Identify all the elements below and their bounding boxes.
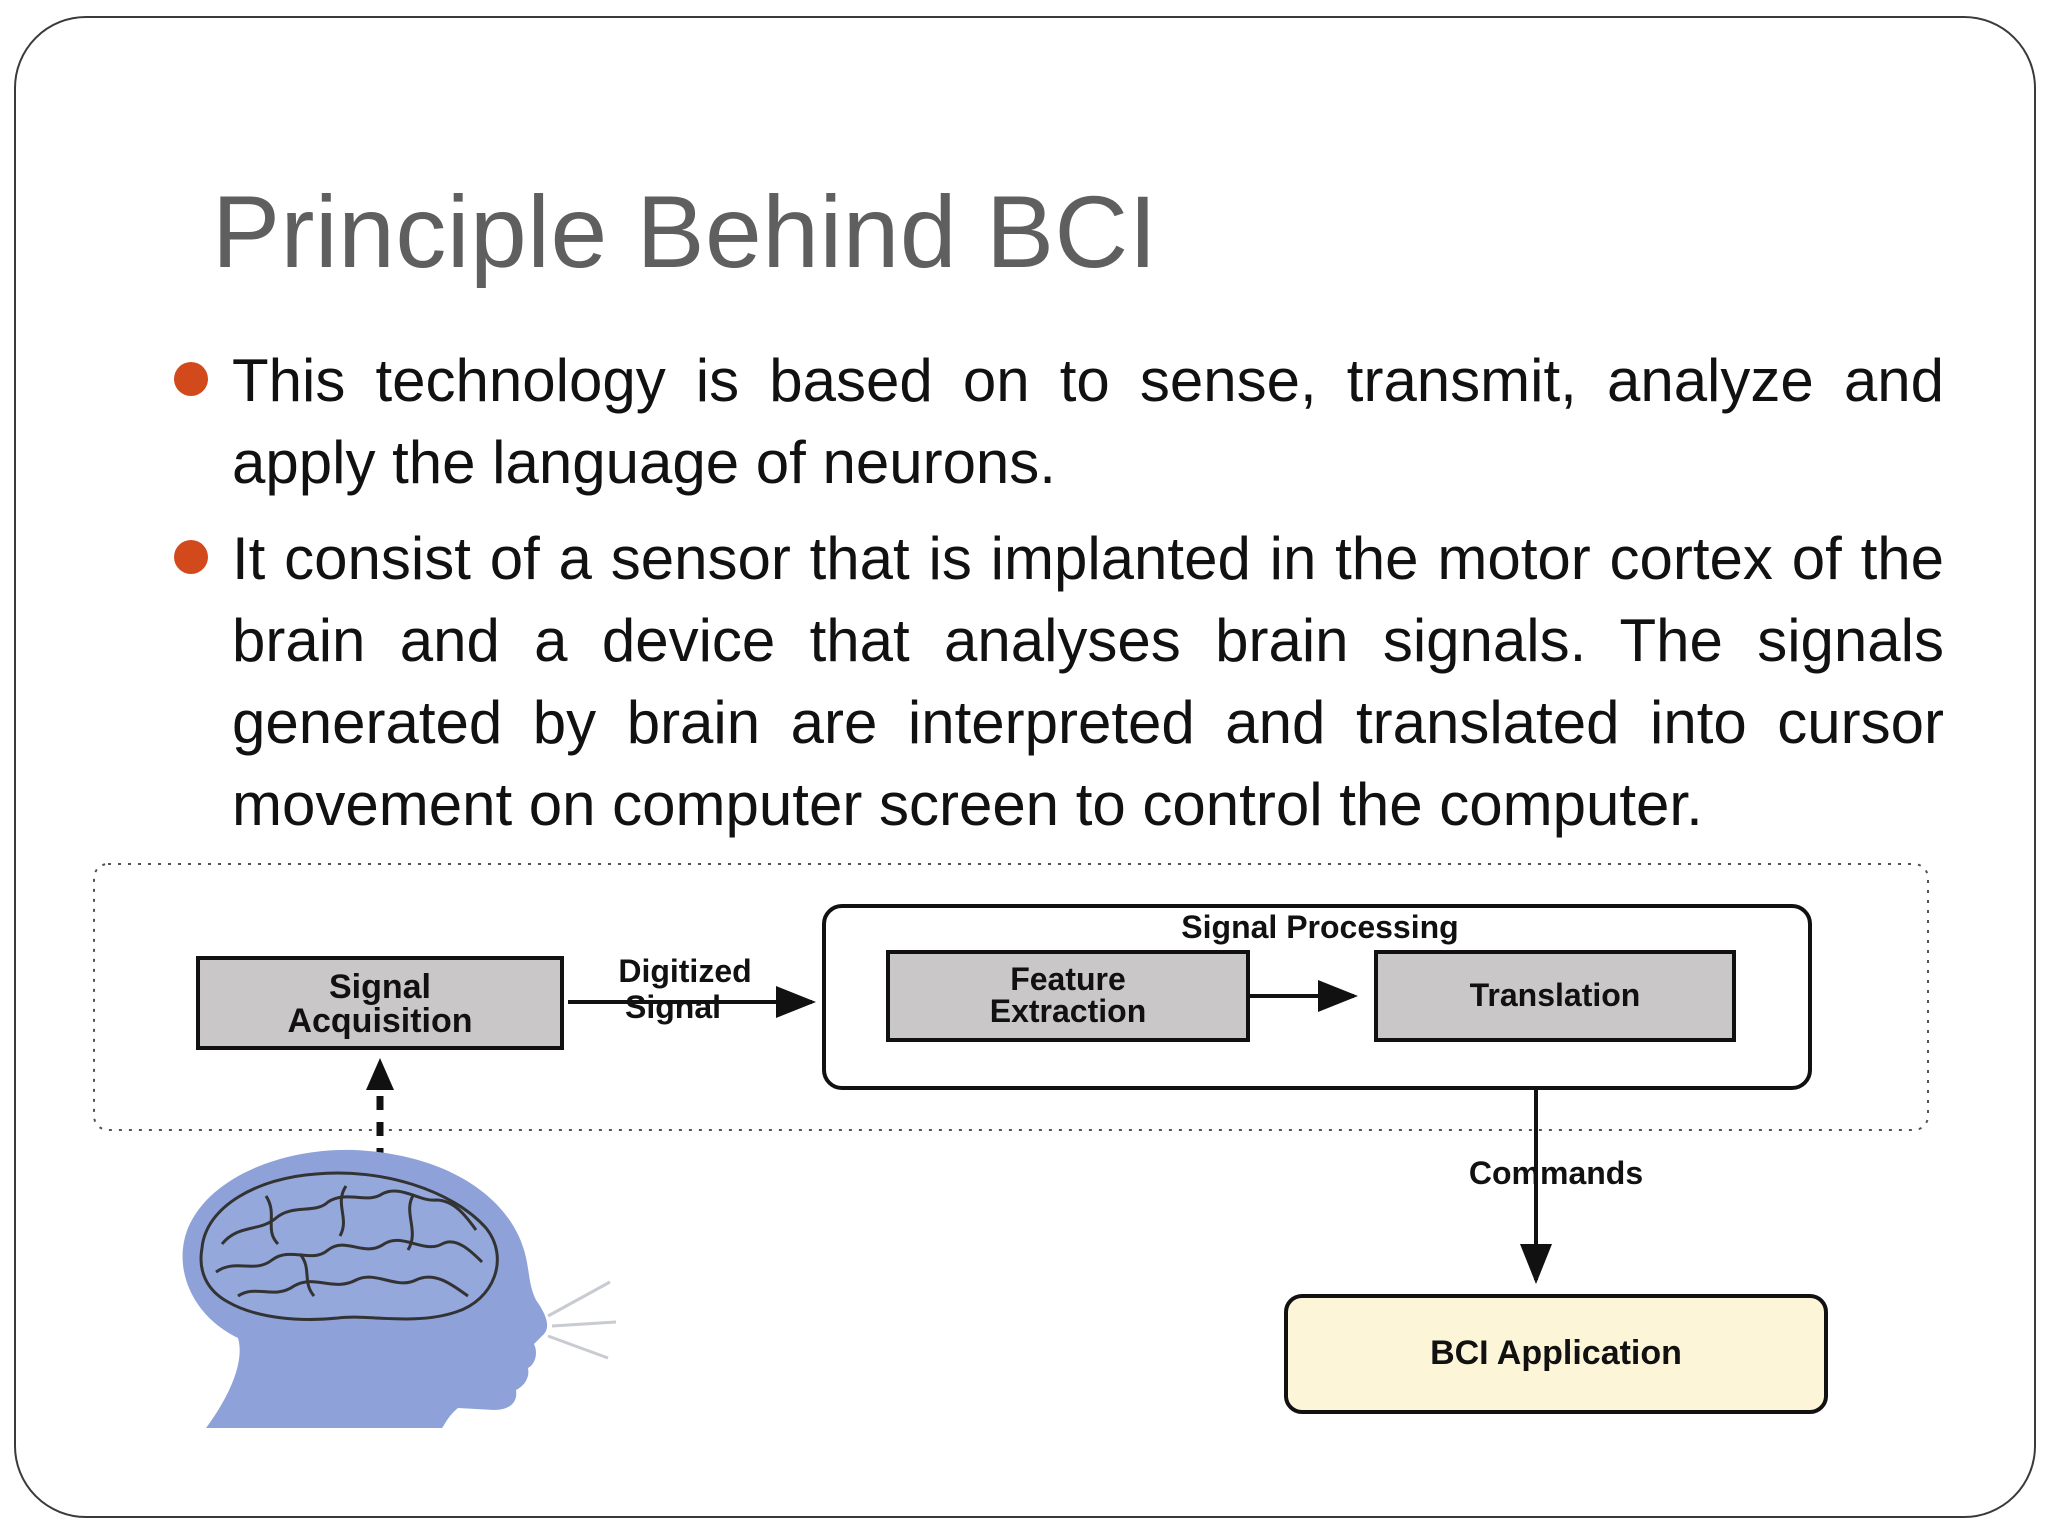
commands-label: Commands <box>1469 1155 1643 1191</box>
translation-box: Translation <box>1374 950 1736 1042</box>
bci-application-box: BCI Application <box>1284 1294 1828 1414</box>
head-brain-icon <box>182 1149 617 1428</box>
signal-acquisition-box: Signal Acquisition <box>196 956 564 1050</box>
bullet-item: It consist of a sensor that is implanted… <box>164 518 1944 846</box>
bullet-dot-icon <box>174 540 208 574</box>
bullet-dot-icon <box>174 362 208 396</box>
system-boundary <box>93 863 1929 1131</box>
feature-extraction-label-line1: Feature <box>1010 961 1126 997</box>
slide: Principle Behind BCI This technology is … <box>14 16 2036 1518</box>
digitized-signal-label-line1: Digitized <box>618 953 751 989</box>
signal-acquisition-label-line2: Acquisition <box>287 1002 472 1040</box>
bci-application-label: BCI Application <box>1430 1334 1682 1372</box>
bullet-text: It consist of a sensor that is implanted… <box>232 525 1944 838</box>
signal-acquisition-label-line1: Signal <box>329 968 431 1006</box>
bullet-text: This technology is based on to sense, tr… <box>232 347 1944 496</box>
feature-extraction-box: Feature Extraction <box>886 950 1250 1042</box>
signal-processing-label: Signal Processing <box>1181 909 1458 945</box>
feature-extraction-label-line2: Extraction <box>990 993 1146 1029</box>
bullet-list: This technology is based on to sense, tr… <box>164 340 1944 860</box>
translation-label: Translation <box>1470 977 1641 1013</box>
brain-signal-arrowhead-icon <box>366 1058 394 1090</box>
bullet-item: This technology is based on to sense, tr… <box>164 340 1944 504</box>
slide-title: Principle Behind BCI <box>212 175 1158 289</box>
bci-diagram: Signal Acquisition Digitized Signal Sign… <box>93 863 1929 1428</box>
digitized-signal-label-line2: Signal <box>625 989 721 1025</box>
